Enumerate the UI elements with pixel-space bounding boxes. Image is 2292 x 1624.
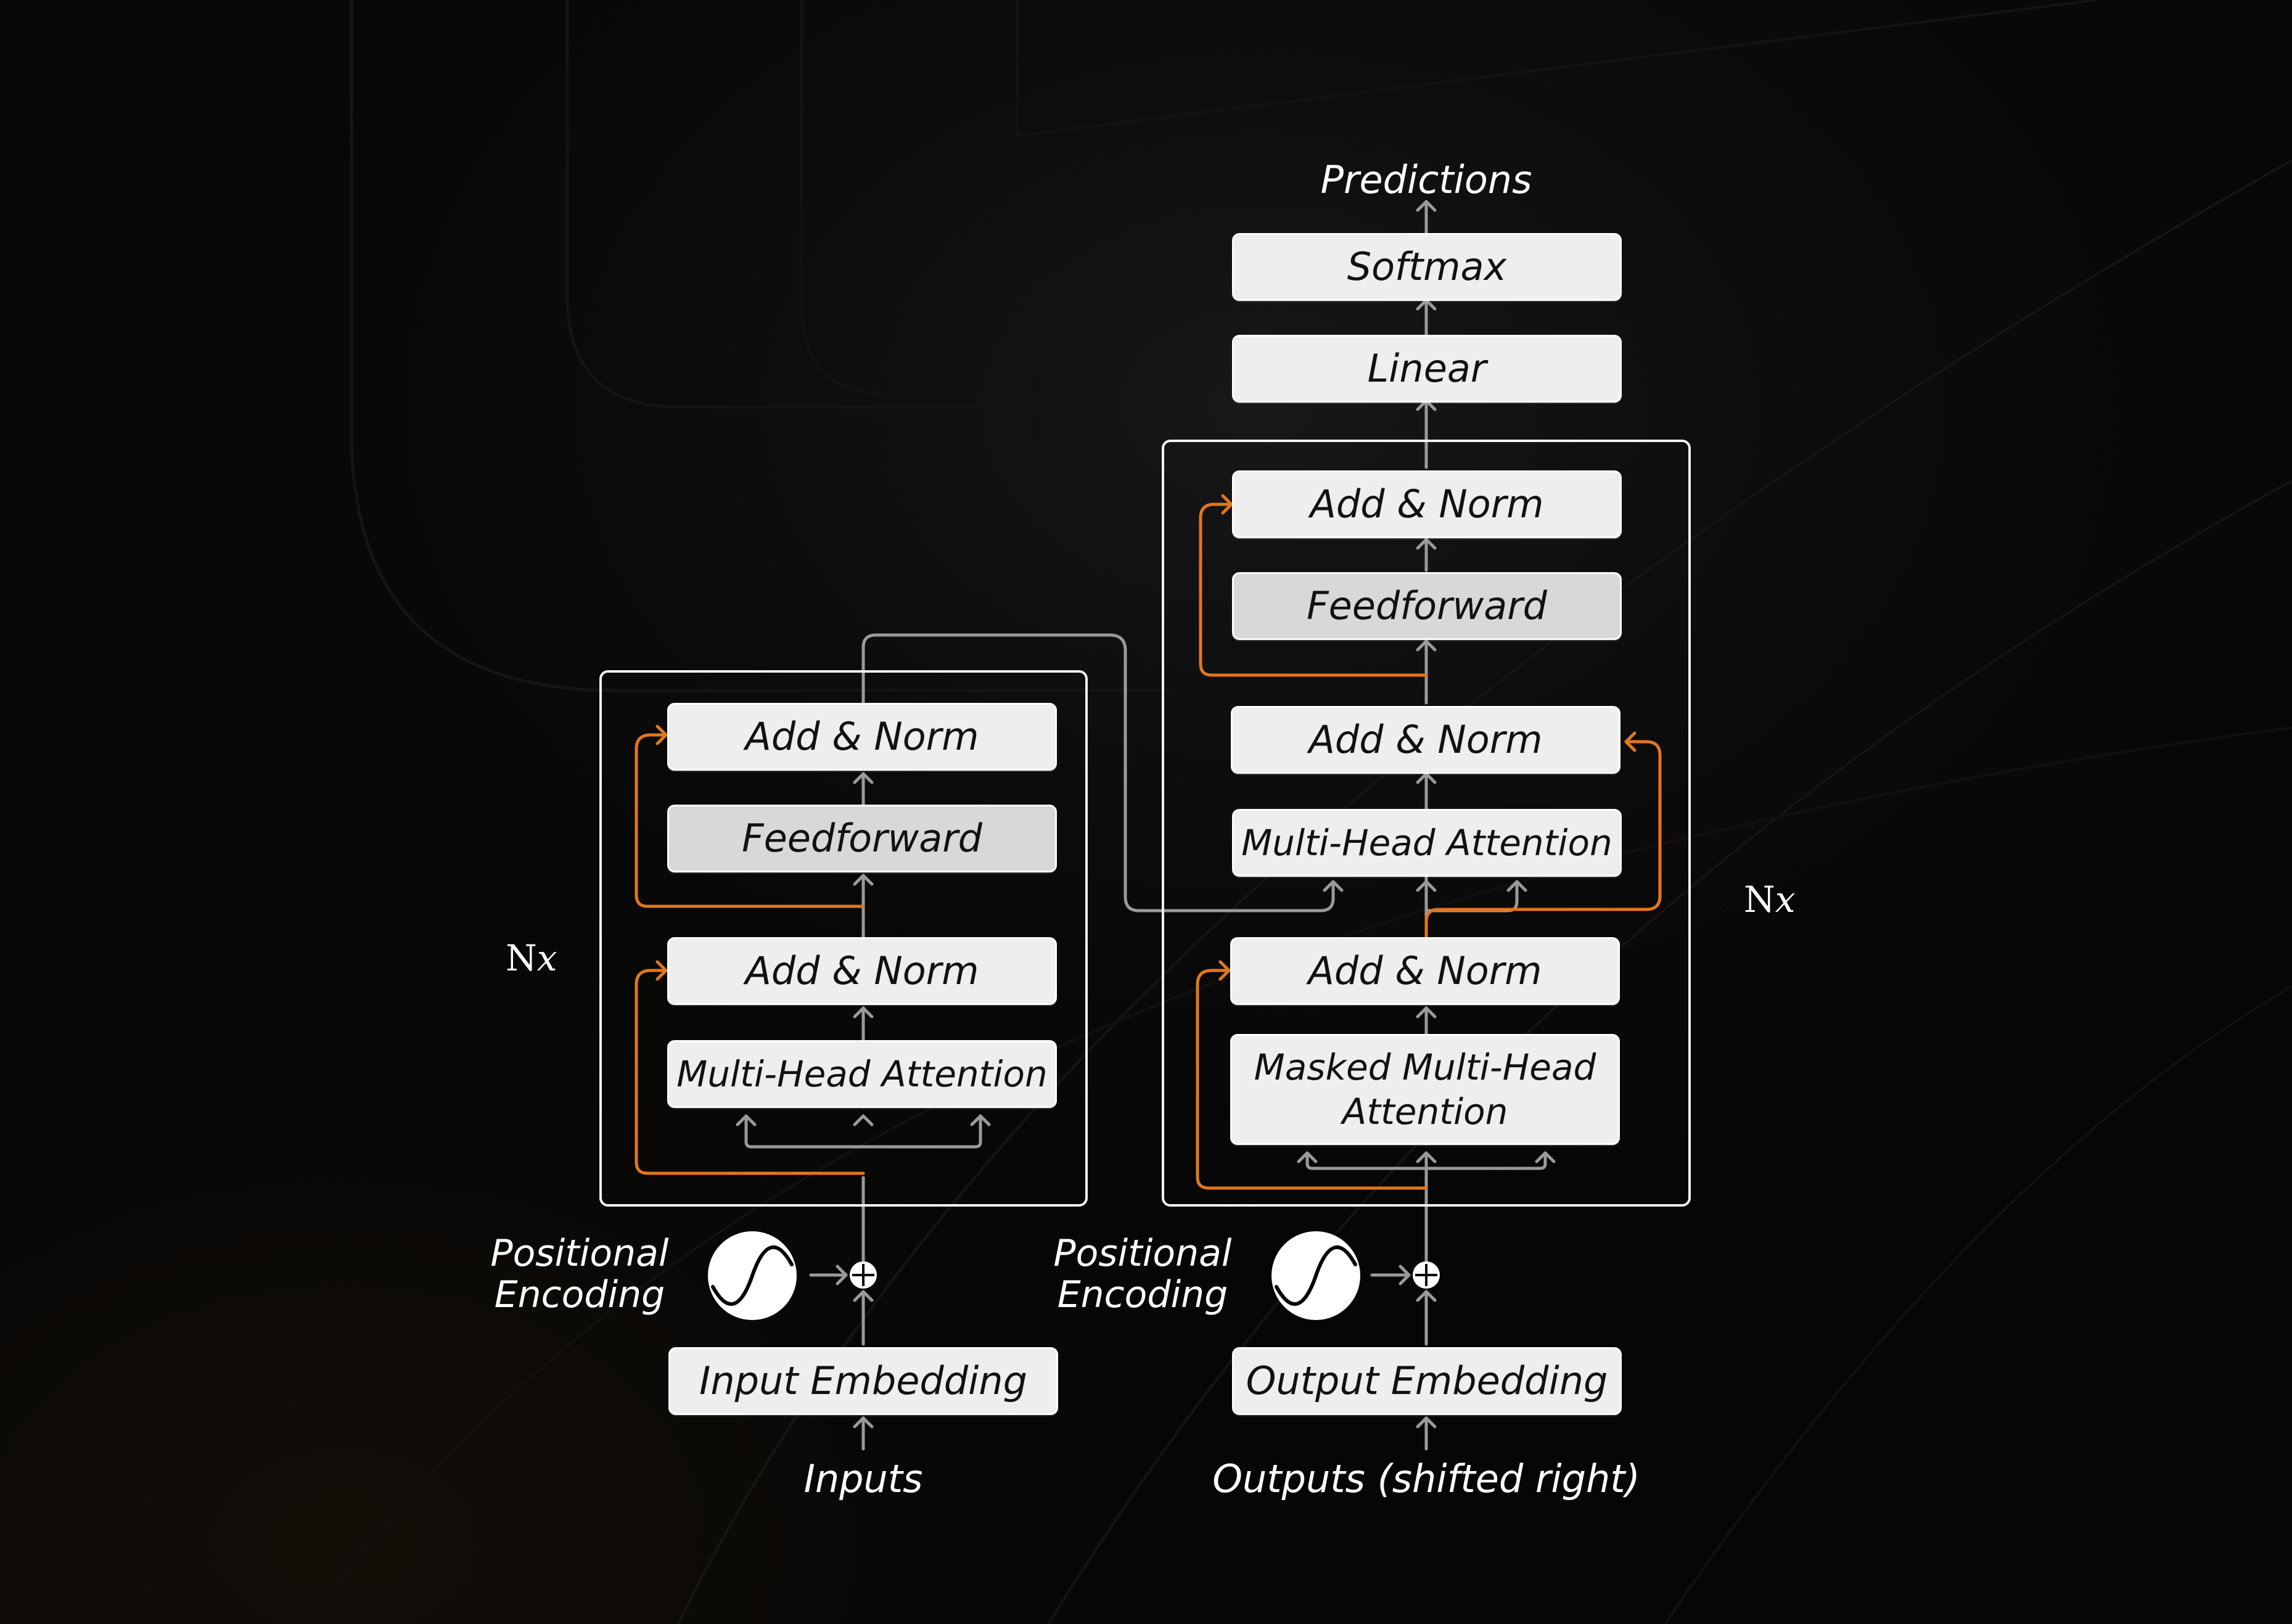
decoder-residual-3 <box>1199 502 1428 677</box>
decoder-add-norm-middle: Add & Norm <box>1231 706 1620 774</box>
arrow-head-icon <box>1399 1265 1411 1286</box>
decoder-sine-wave-icon <box>1271 1231 1360 1320</box>
masked-attention-line-1: Masked Multi-Head <box>1254 1046 1596 1088</box>
decoder-residual-2 <box>1424 740 1662 943</box>
arrow-head-icon <box>1416 1006 1437 1019</box>
arrow-head-icon <box>1506 880 1527 892</box>
outputs-shifted-right-label: Outputs (shifted right) <box>1212 1456 1640 1501</box>
arrow-head-icon <box>1416 1151 1437 1163</box>
encoder-positional-encoding-label: Positional Encoding <box>490 1232 669 1317</box>
arrow-head-icon <box>1416 200 1437 212</box>
arrow-head-icon <box>1624 731 1637 752</box>
encoder-repeat-label: Nx <box>506 937 557 979</box>
arrow-head-icon <box>853 1006 874 1019</box>
encoder-sine-wave-icon <box>708 1231 797 1320</box>
decoder-masked-multi-head-attention-block: Masked Multi-Head Attention <box>1230 1034 1620 1145</box>
arrow-head-icon <box>736 1114 757 1126</box>
arrow-head-icon <box>1416 538 1437 550</box>
decoder-add-norm-top: Add & Norm <box>1232 470 1622 538</box>
encoder-residual-2 <box>635 733 865 908</box>
arrow-head-icon <box>1535 1151 1556 1163</box>
arrow-head-icon <box>853 874 874 886</box>
encoder-add-norm-bottom: Add & Norm <box>667 937 1057 1005</box>
encoder-multi-head-attention-block: Multi-Head Attention <box>667 1040 1057 1108</box>
arrow-head-icon <box>1221 494 1233 515</box>
encoder-stack-frame <box>599 670 1088 1207</box>
decoder-stack-frame <box>1162 440 1691 1207</box>
arrow-head-icon <box>853 1416 874 1429</box>
arrow-head-icon <box>836 1265 848 1286</box>
decoder-positional-encoding-label: Positional Encoding <box>1053 1232 1232 1317</box>
arrow-head-icon <box>1416 1290 1437 1302</box>
decoder-repeat-label: Nx <box>1744 879 1796 921</box>
arrow-head-icon <box>1416 880 1437 892</box>
encoder-feedforward-block: Feedforward <box>667 805 1057 872</box>
encoder-attn-qkv-line <box>744 1114 982 1149</box>
arrow-head-icon <box>1416 1416 1437 1429</box>
decoder-add-norm-bottom: Add & Norm <box>1230 937 1620 1005</box>
input-embedding-block: Input Embedding <box>668 1347 1058 1415</box>
arrow-head-icon <box>655 960 668 981</box>
inputs-label: Inputs <box>803 1456 923 1501</box>
arrow-head-icon <box>853 1114 874 1126</box>
decoder-plus-circle-icon <box>1413 1261 1440 1289</box>
predictions-label: Predictions <box>1320 157 1532 202</box>
arrow-head-icon <box>655 724 668 745</box>
arrow-head-icon <box>1323 880 1344 892</box>
arrow-head-icon <box>1297 1151 1318 1163</box>
arrow-head-icon <box>853 1290 874 1302</box>
output-embedding-block: Output Embedding <box>1232 1347 1622 1415</box>
linear-block: Linear <box>1232 335 1622 403</box>
decoder-masked-attn-qkv-line <box>1305 1151 1547 1170</box>
arrow-head-icon <box>1218 960 1231 981</box>
arrow-head-icon <box>853 772 874 784</box>
encoder-residual-1 <box>635 969 865 1175</box>
decoder-residual-1 <box>1196 969 1428 1190</box>
arrow-head-icon <box>970 1114 991 1126</box>
decoder-multi-head-attention-block: Multi-Head Attention <box>1232 809 1622 877</box>
encoder-add-norm-top: Add & Norm <box>667 703 1057 771</box>
arrow-head-icon <box>1416 772 1437 784</box>
encoder-to-decoder-cross-line <box>861 633 1335 912</box>
softmax-block: Softmax <box>1232 233 1622 301</box>
masked-attention-line-2: Attention <box>1342 1091 1508 1133</box>
arrow-head-icon <box>1416 639 1437 652</box>
encoder-plus-circle-icon <box>850 1261 877 1289</box>
decoder-feedforward-block: Feedforward <box>1232 572 1622 640</box>
